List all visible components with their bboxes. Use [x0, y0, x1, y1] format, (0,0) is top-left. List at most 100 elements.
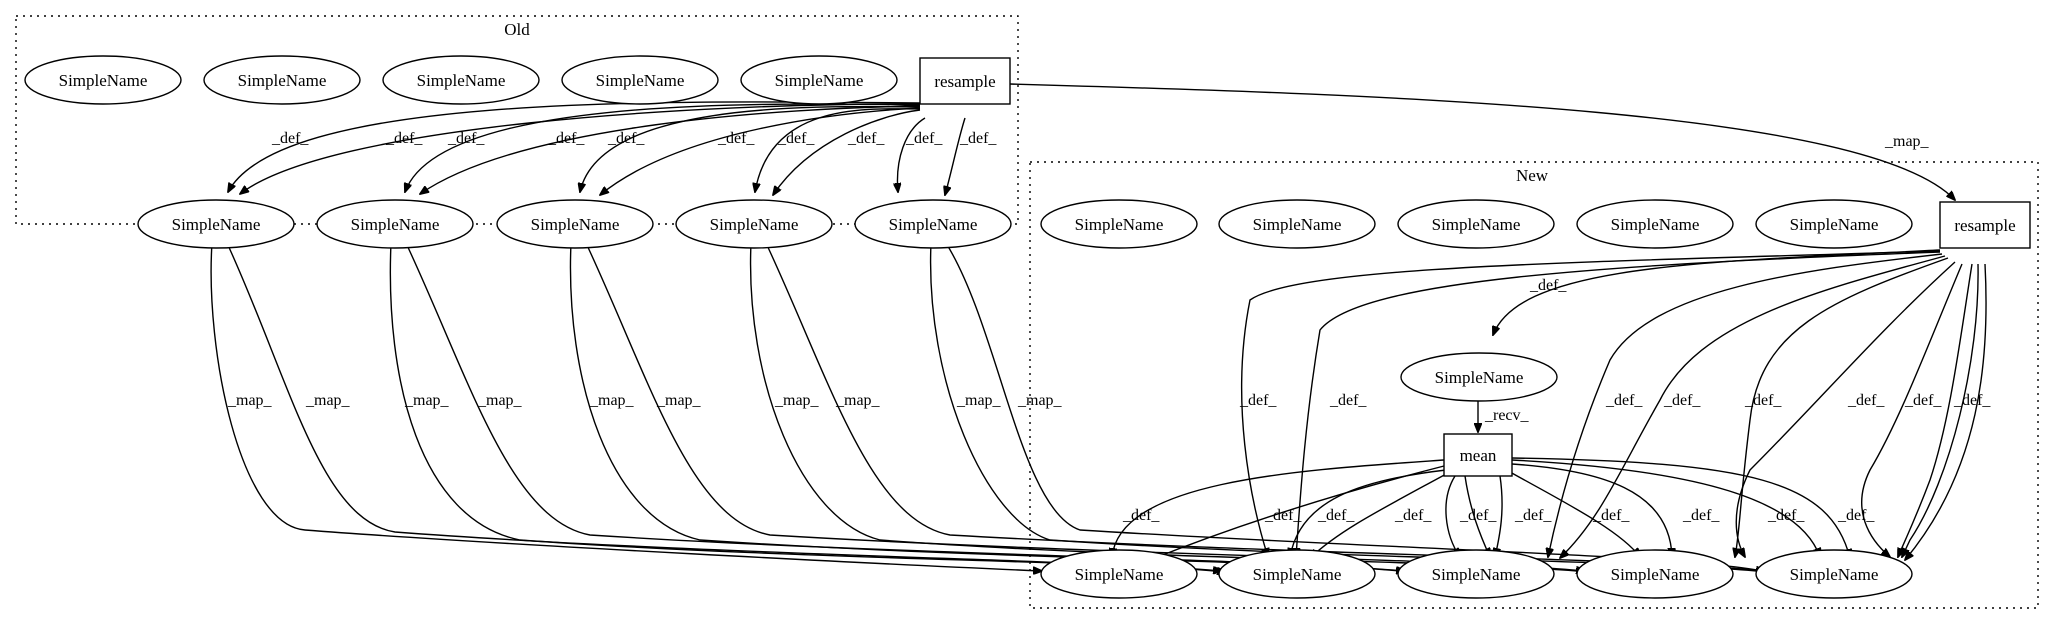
node-simplename[interactable]: SimpleName	[1755, 549, 1913, 599]
edge-def	[1112, 459, 1445, 557]
node-simplename[interactable]: SimpleName	[1040, 199, 1198, 249]
edge-label-def: _def_	[1837, 507, 1875, 524]
edge-def	[897, 117, 926, 192]
edge-label-def: _def_	[1847, 392, 1885, 409]
node-simplename[interactable]: SimpleName	[1576, 549, 1734, 599]
node-old-resample[interactable]: resample	[919, 57, 1011, 105]
edge-def	[945, 117, 966, 195]
edge-label-def: _def_	[1767, 507, 1805, 524]
node-simplename[interactable]: SimpleName	[316, 199, 474, 249]
old-row2-nodes: SimpleName SimpleName SimpleName SimpleN…	[137, 199, 1012, 249]
node-label: SimpleName	[59, 71, 148, 90]
edge-def	[773, 109, 921, 195]
edge-label-map: _map_	[835, 392, 881, 409]
edge-map	[585, 242, 1585, 571]
edge-label-def: _def_	[1122, 507, 1160, 524]
edge-label-map: _map_	[1884, 133, 1930, 150]
node-simplename[interactable]: SimpleName	[382, 55, 540, 105]
edge-label-def: _def_	[385, 130, 423, 147]
node-mean[interactable]: mean	[1443, 433, 1513, 477]
node-simplename[interactable]: SimpleName	[1218, 199, 1376, 249]
node-simplename[interactable]: SimpleName	[740, 55, 898, 105]
edge-label-def: _def_	[1953, 392, 1991, 409]
edge-def	[1445, 475, 1460, 557]
node-label: resample	[1954, 216, 2015, 235]
edge-def	[1902, 263, 1979, 557]
node-label: SimpleName	[1253, 215, 1342, 234]
node-label: SimpleName	[351, 215, 440, 234]
edge-label-map: _map_	[956, 392, 1002, 409]
edge-def	[755, 108, 921, 192]
node-simplename[interactable]: SimpleName	[675, 199, 833, 249]
node-simplename[interactable]: SimpleName	[1040, 549, 1198, 599]
edge-def	[1290, 469, 1447, 557]
node-simplename[interactable]: SimpleName	[561, 55, 719, 105]
edge-label-def: _def_	[1317, 507, 1355, 524]
edge-def	[1905, 263, 1987, 560]
node-simplename[interactable]: SimpleName	[496, 199, 654, 249]
node-label: SimpleName	[172, 215, 261, 234]
edge-label-def: _def_	[1394, 507, 1432, 524]
node-simplename[interactable]: SimpleName	[854, 199, 1012, 249]
new-bottom-nodes: SimpleName SimpleName SimpleName SimpleN…	[1040, 549, 1913, 599]
node-simplename[interactable]: SimpleName	[1576, 199, 1734, 249]
edge-def	[1509, 471, 1640, 557]
node-label: SimpleName	[1790, 565, 1879, 584]
node-label: SimpleName	[1432, 215, 1521, 234]
node-label: SimpleName	[775, 71, 864, 90]
node-label: SimpleName	[889, 215, 978, 234]
node-simplename[interactable]: SimpleName	[1218, 549, 1376, 599]
edge-label-def: _def_	[1459, 507, 1497, 524]
node-simplename[interactable]: SimpleName	[1755, 199, 1913, 249]
cluster-new: New	[1029, 161, 2039, 609]
edge-label-def: _def_	[1264, 507, 1302, 524]
node-simplename[interactable]: SimpleName	[137, 199, 295, 249]
edge-label-def: _def_	[959, 130, 997, 147]
node-simplename[interactable]: SimpleName	[24, 55, 182, 105]
edge-label-map: _map_	[774, 392, 820, 409]
node-label: SimpleName	[531, 215, 620, 234]
edge-label-def: _def_	[717, 130, 755, 147]
node-label: SimpleName	[1790, 215, 1879, 234]
edge-label-def: _def_	[547, 130, 585, 147]
edge-map	[226, 242, 1222, 571]
node-new-resample[interactable]: resample	[1939, 201, 2031, 249]
node-label: SimpleName	[1435, 368, 1524, 387]
edge-def	[1898, 263, 1973, 557]
edge-def	[1735, 261, 1956, 557]
node-label: SimpleName	[238, 71, 327, 90]
edge-label-map: _map_	[404, 392, 450, 409]
edge-map	[1009, 83, 1955, 200]
node-simplename[interactable]: SimpleName	[1397, 199, 1555, 249]
edge-def	[580, 105, 921, 192]
edge-label-def: _def_	[1529, 277, 1567, 294]
edge-label-def: _def_	[905, 130, 943, 147]
edge-label-recv: _recv_	[1484, 407, 1530, 424]
node-simplename[interactable]: SimpleName	[1397, 549, 1555, 599]
edge-def	[1511, 457, 1850, 558]
edge-def	[1735, 257, 1949, 557]
edge-def	[1861, 263, 1963, 557]
edge-label-def: _def_	[847, 130, 885, 147]
edge-label-def: _def_	[1682, 507, 1720, 524]
edge-def	[1548, 253, 1943, 557]
node-label: SimpleName	[1075, 215, 1164, 234]
new-middle-nodes: SimpleName mean	[1400, 352, 1558, 477]
edges	[210, 83, 1987, 573]
edge-def	[1240, 250, 1941, 557]
node-label: SimpleName	[417, 71, 506, 90]
node-simplename[interactable]: SimpleName	[1400, 352, 1558, 402]
edge-label-def: _def_	[1329, 392, 1367, 409]
edge-labels: _def_ _def_ _def_ _def_ _def_ _def_ _def…	[227, 130, 1991, 524]
node-label: SimpleName	[1075, 565, 1164, 584]
edge-label-def: _def_	[777, 130, 815, 147]
node-label: SimpleName	[1432, 565, 1521, 584]
edge-label-def: _def_	[271, 130, 309, 147]
node-simplename[interactable]: SimpleName	[203, 55, 361, 105]
cluster-old-label: Old	[504, 20, 530, 39]
edge-label-def: _def_	[1904, 392, 1942, 409]
old-row1-nodes: SimpleName SimpleName SimpleName SimpleN…	[24, 55, 1011, 105]
edge-label-def: _def_	[607, 130, 645, 147]
edge-def	[1511, 459, 1820, 557]
